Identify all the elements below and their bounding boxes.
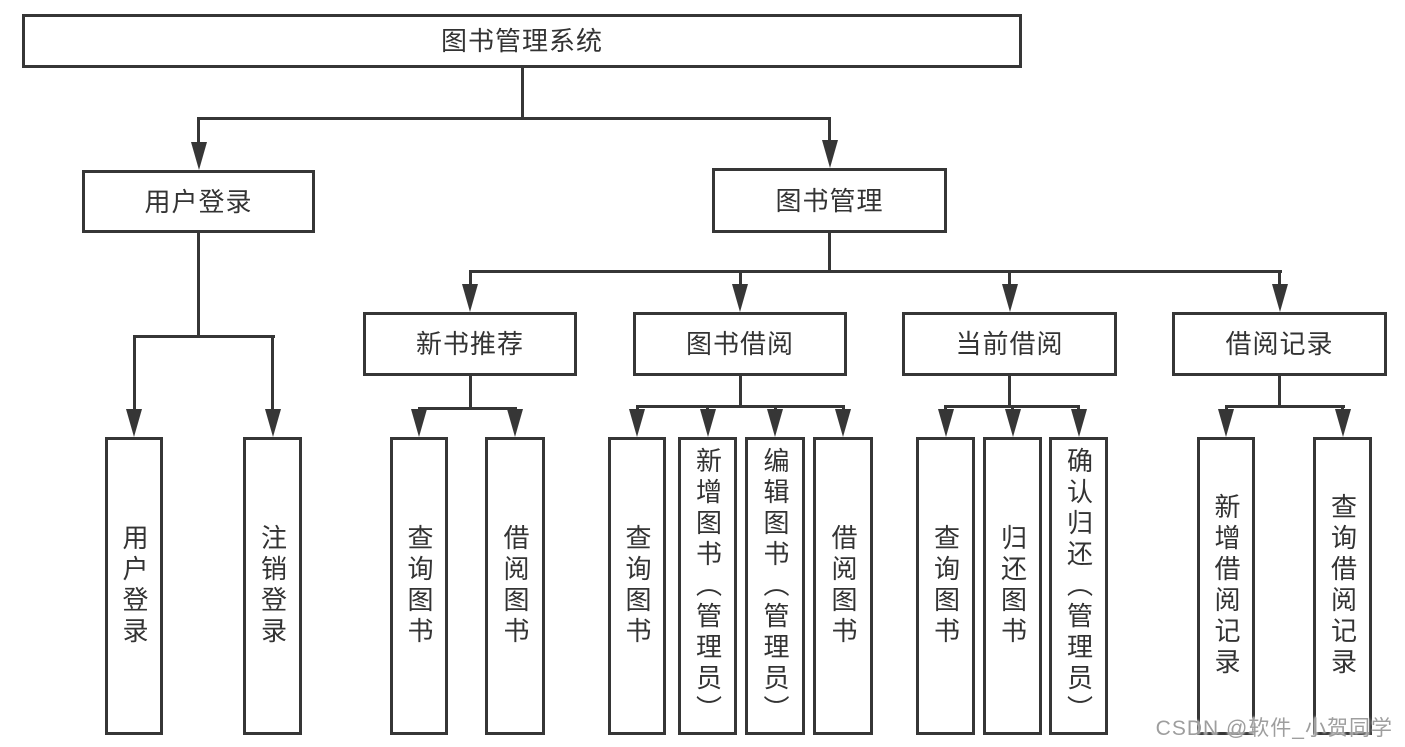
node-recommend: 新书推荐: [363, 312, 577, 376]
node-borrow: 图书借阅: [633, 312, 847, 376]
node-record-query: 查询借阅记录: [1313, 437, 1372, 735]
node-label-borrow: 图书借阅: [685, 329, 794, 359]
connector-rail: [636, 405, 845, 408]
node-label-login-logout: 注销登录: [257, 524, 288, 648]
node-bor-borrow: 借阅图书: [813, 437, 873, 735]
node-login-logout: 注销登录: [243, 437, 302, 735]
connector-drop: [469, 270, 472, 288]
node-bor-edit: 编辑图书（管理员）: [745, 437, 805, 735]
node-cur-confirm: 确认归还（管理员）: [1049, 437, 1108, 735]
node-current: 当前借阅: [902, 312, 1117, 376]
connector-rail: [133, 335, 275, 338]
arrow-down-icon: [767, 409, 783, 437]
arrow-down-icon: [126, 409, 142, 437]
node-cur-return: 归还图书: [983, 437, 1042, 735]
connector-stem: [1008, 376, 1011, 408]
arrow-down-icon: [822, 140, 838, 168]
csdn-watermark: CSDN @软件_小贺同学: [1155, 717, 1393, 740]
arrow-down-icon: [191, 142, 207, 170]
connector-stem: [828, 233, 831, 273]
node-label-current: 当前借阅: [955, 329, 1064, 359]
connector-drop: [133, 335, 136, 413]
arrow-down-icon: [1335, 409, 1351, 437]
arrow-down-icon: [1002, 284, 1018, 312]
node-label-bor-query: 查询图书: [622, 524, 652, 648]
node-rec-borrow: 借阅图书: [485, 437, 545, 735]
arrow-down-icon: [732, 284, 748, 312]
node-label-login: 用户登录: [144, 186, 253, 217]
node-cur-query: 查询图书: [916, 437, 975, 735]
connector-rail: [1225, 405, 1345, 408]
connector-drop: [1008, 270, 1011, 288]
arrow-down-icon: [462, 284, 478, 312]
node-management: 图书管理: [712, 168, 947, 233]
node-label-records: 借阅记录: [1225, 329, 1334, 359]
node-label-record-add: 新增借阅记录: [1211, 493, 1241, 679]
node-label-cur-return: 归还图书: [997, 524, 1028, 648]
node-root: 图书管理系统: [22, 14, 1022, 68]
arrow-down-icon: [1218, 409, 1234, 437]
node-bor-add: 新增图书（管理员）: [678, 437, 737, 735]
node-login-user: 用户登录: [105, 437, 163, 735]
connector-stem: [521, 68, 524, 120]
connector-rail: [197, 117, 831, 120]
arrow-down-icon: [1071, 409, 1087, 437]
connector-drop: [271, 335, 274, 413]
connector-drop: [197, 117, 200, 146]
node-records: 借阅记录: [1172, 312, 1387, 376]
node-label-bor-add: 新增图书（管理员）: [692, 446, 723, 726]
arrow-down-icon: [507, 409, 523, 437]
arrow-down-icon: [1005, 409, 1021, 437]
node-label-recommend: 新书推荐: [415, 329, 524, 359]
node-label-cur-query: 查询图书: [930, 524, 961, 648]
node-label-login-user: 用户登录: [119, 524, 149, 648]
node-login: 用户登录: [82, 170, 315, 233]
node-label-management: 图书管理: [775, 185, 884, 216]
connector-rail: [418, 407, 517, 410]
node-label-cur-confirm: 确认归还（管理员）: [1063, 446, 1094, 726]
connector-stem: [469, 376, 472, 410]
connector-drop: [1278, 270, 1281, 288]
node-label-bor-edit: 编辑图书（管理员）: [760, 446, 790, 726]
node-label-record-query: 查询借阅记录: [1327, 493, 1358, 679]
arrow-down-icon: [700, 409, 716, 437]
connector-rail: [469, 270, 1282, 273]
node-label-rec-borrow: 借阅图书: [500, 524, 530, 648]
arrow-down-icon: [938, 409, 954, 437]
node-record-add: 新增借阅记录: [1197, 437, 1255, 735]
connector-drop: [739, 270, 742, 288]
node-label-root: 图书管理系统: [440, 26, 603, 56]
arrow-down-icon: [411, 409, 427, 437]
node-label-rec-query: 查询图书: [404, 524, 434, 648]
arrow-down-icon: [265, 409, 281, 437]
connector-stem: [739, 376, 742, 408]
node-rec-query: 查询图书: [390, 437, 448, 735]
arrow-down-icon: [1272, 284, 1288, 312]
arrow-down-icon: [835, 409, 851, 437]
connector-stem: [1278, 376, 1281, 408]
node-label-bor-borrow: 借阅图书: [828, 524, 858, 648]
connector-stem: [197, 233, 200, 338]
arrow-down-icon: [629, 409, 645, 437]
connector-drop: [828, 117, 831, 144]
node-bor-query: 查询图书: [608, 437, 666, 735]
